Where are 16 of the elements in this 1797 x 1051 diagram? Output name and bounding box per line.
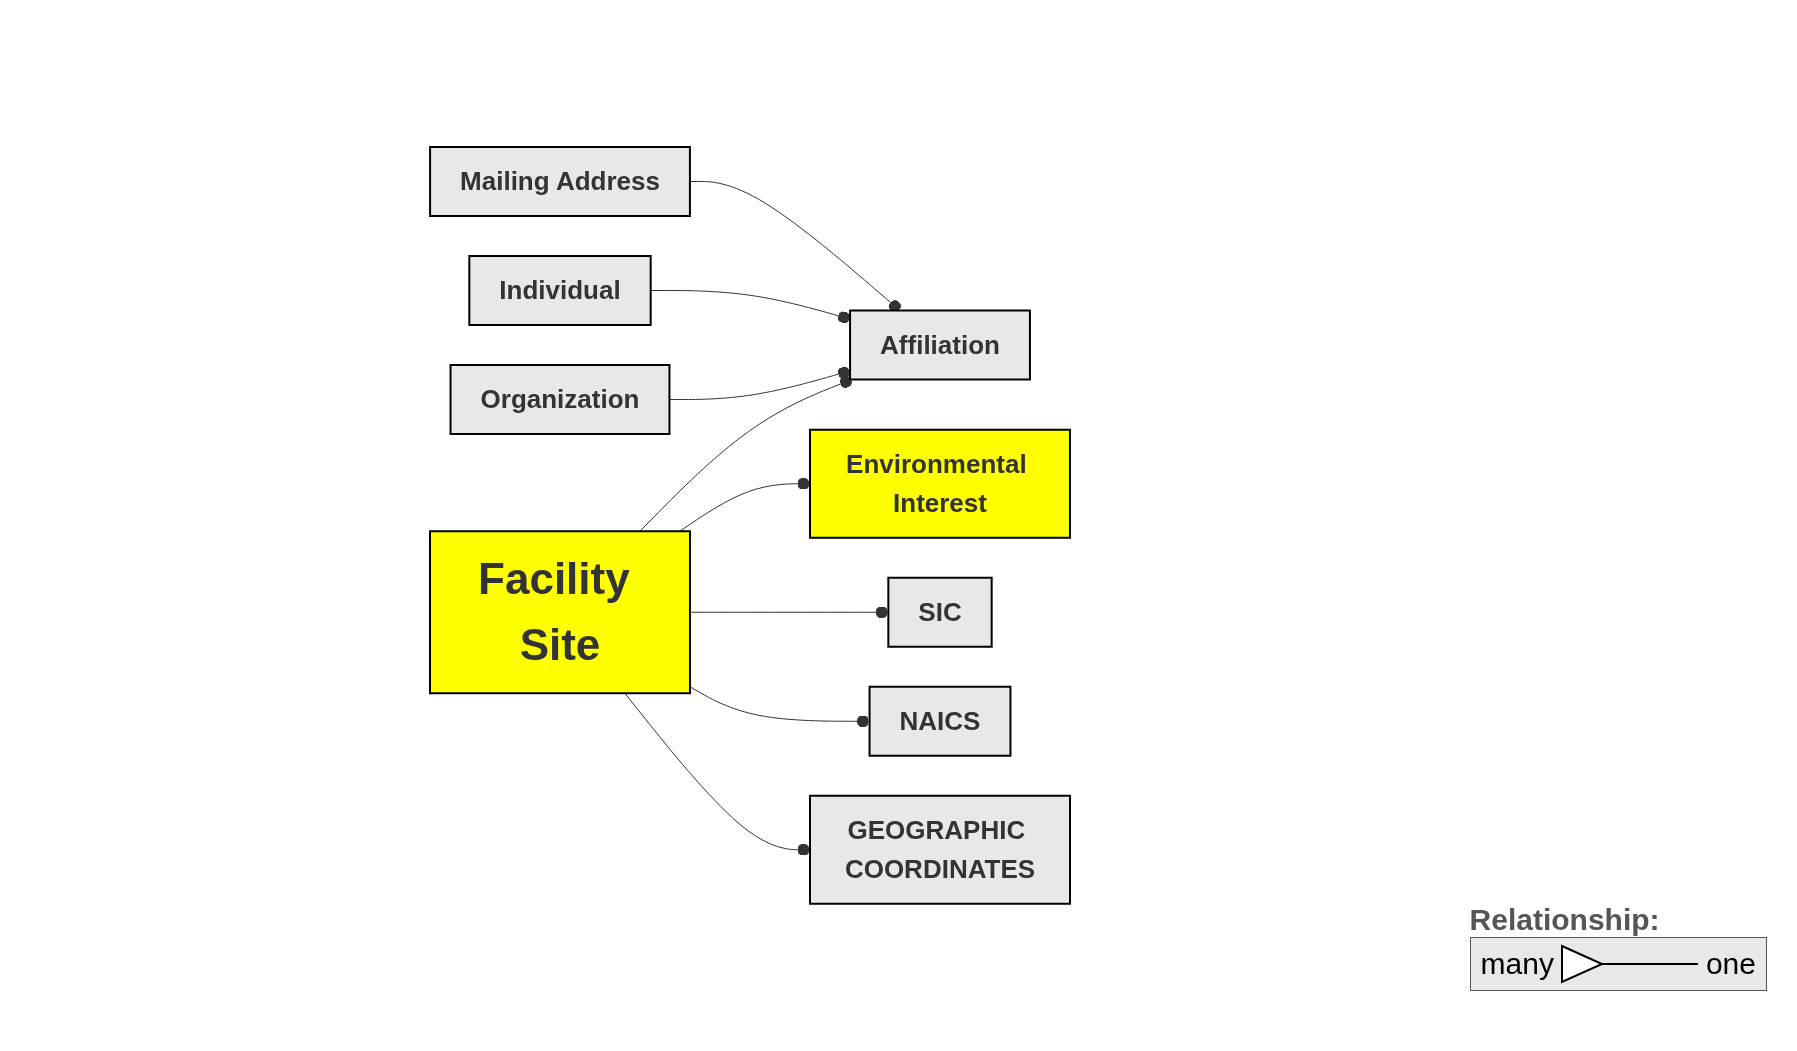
node-box: Individual bbox=[468, 255, 652, 327]
legend-title: Relationship: bbox=[1469, 903, 1660, 937]
connector bbox=[679, 477, 811, 532]
node-box: Facility Site bbox=[429, 530, 691, 695]
node-box: Affiliation bbox=[849, 309, 1031, 381]
node-box: GEOGRAPHIC COORDINATES bbox=[809, 794, 1071, 905]
legend-text: many bbox=[1480, 947, 1554, 981]
node-box: Mailing Address bbox=[429, 146, 691, 218]
connector bbox=[639, 376, 853, 532]
node-box: SIC bbox=[887, 576, 993, 648]
legend-text: one bbox=[1705, 947, 1756, 981]
connector bbox=[624, 692, 811, 856]
node-box: NAICS bbox=[868, 685, 1012, 757]
node-box: Organization bbox=[449, 364, 671, 436]
node-box: Environmental Interest bbox=[809, 428, 1071, 539]
connector bbox=[650, 290, 851, 324]
